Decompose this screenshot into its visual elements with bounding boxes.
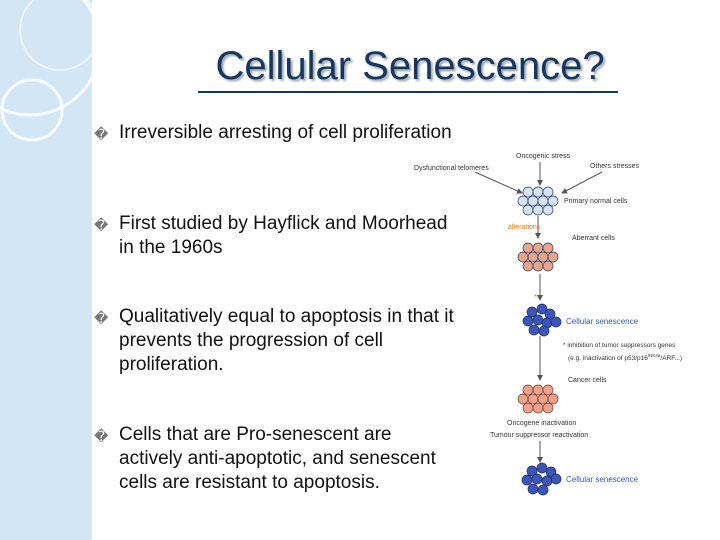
dysfunctional-telomeres-label: Dysfunctional telomeres [414, 165, 489, 172]
bullet-marker-icon: � [94, 310, 109, 326]
cancer-cells-cluster [517, 384, 559, 414]
bullet-marker-icon: � [94, 428, 109, 444]
title-underline [198, 91, 618, 93]
cellular-senescence-label: Cellular senescence [566, 475, 639, 484]
bullet-marker-icon: � [94, 126, 109, 142]
cellular-senescence-label: Cellular senescence [566, 317, 639, 326]
inhibition-label-line1: * inhibition of tumor suppressors genes [563, 342, 676, 349]
bullet-text: Cells that are Pro-senescent are activel… [119, 424, 436, 493]
aberrant-cells-label: Aberrant cells [572, 235, 615, 242]
alterations-label: alterations [508, 224, 541, 231]
inhibition-label-line2: (e.g. inactivation of p53/p16INK4a/ARF..… [568, 353, 682, 362]
bullet-text: First studied by Hayflick and Moorhead i… [119, 213, 448, 258]
bullet-marker-icon: � [94, 217, 109, 233]
senescent-cells-cluster [522, 303, 562, 337]
primary-normal-cells-cluster [517, 186, 559, 216]
senescence-diagram: Oncogenic stress Dysfunctional telomeres… [414, 153, 682, 496]
asterisk-mark: * [534, 293, 537, 302]
others-stresses-label: Others stresses [590, 163, 640, 170]
arrow [474, 171, 523, 194]
decorative-left-band [0, 0, 92, 540]
cancer-cells-label: Cancer cells [568, 377, 607, 384]
senescent-cells-cluster [521, 462, 562, 496]
bullet-text: Irreversible arresting of cell prolifera… [119, 122, 452, 143]
oncogenic-stress-label: Oncogenic stress [516, 153, 571, 160]
oncogene-inactivation-label: Oncogene inactivation [507, 420, 576, 427]
slide-title: Cellular Senescence? [215, 44, 605, 88]
decorative-circles [0, 0, 92, 142]
tumour-suppressor-reactivation-label: Tumour suppressor reactivation [490, 432, 588, 439]
aberrant-cells-cluster [517, 242, 559, 272]
primary-normal-cells-label: Primary normal cells [564, 198, 628, 205]
arrow [561, 171, 603, 194]
bullet-text: Qualitatively equal to apoptosis in that… [119, 306, 454, 375]
